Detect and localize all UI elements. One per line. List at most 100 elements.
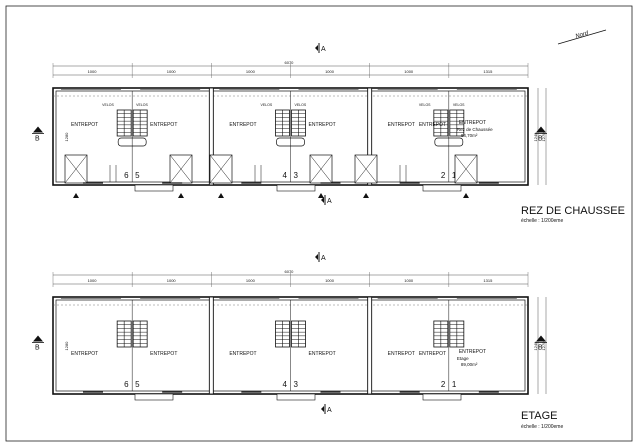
bay-dimension-label: 1000 bbox=[325, 69, 335, 74]
door-swing bbox=[209, 154, 233, 184]
highlight-area-label: Rez de Chaussée bbox=[457, 127, 493, 132]
wall-recess bbox=[422, 393, 462, 401]
entry-arrow bbox=[178, 193, 184, 198]
bay-dimension-label: 1000 bbox=[167, 69, 177, 74]
entry-arrow bbox=[73, 193, 79, 198]
module-number: 1 bbox=[452, 171, 457, 180]
section-marker-label: A bbox=[321, 255, 326, 262]
upper-floor-scale: échelle : 1/200eme bbox=[521, 424, 563, 430]
module-label: ENTREPOT bbox=[388, 351, 415, 357]
stair-label: VELOS bbox=[453, 103, 465, 107]
section-marker-label: A bbox=[327, 198, 332, 205]
module-number: 1 bbox=[452, 380, 457, 389]
side-marker-label: B bbox=[538, 345, 543, 352]
bay-dimension-label: 1000 bbox=[167, 278, 177, 283]
stair-label: VELOS bbox=[419, 103, 431, 107]
wall-recess bbox=[276, 184, 316, 192]
module-number: 3 bbox=[294, 380, 299, 389]
module-number: 4 bbox=[283, 380, 288, 389]
party-wall bbox=[367, 87, 373, 186]
module-number: 5 bbox=[135, 380, 140, 389]
depth-dimension-label: 1270 bbox=[541, 132, 546, 142]
section-marker-label: A bbox=[321, 46, 326, 53]
north-label: Nord bbox=[575, 30, 590, 40]
side-marker-label: B bbox=[538, 136, 543, 143]
module-label: ENTREPOT bbox=[229, 351, 256, 357]
section-marker-arrow bbox=[321, 406, 324, 412]
highlight-area-value: 89,00m² bbox=[461, 362, 478, 367]
module-label: ENTREPOT bbox=[309, 351, 336, 357]
bay-dimension-label: 1000 bbox=[246, 278, 256, 283]
sanitary-block bbox=[276, 137, 305, 147]
ground-floor-scale: échelle : 1/200eme bbox=[521, 218, 563, 224]
highlight-area-value: 84,70m² bbox=[461, 133, 478, 138]
north-arrow: Nord bbox=[557, 29, 607, 45]
depth-inner-label: 1280 bbox=[64, 341, 69, 351]
module-label: ENTREPOT bbox=[71, 351, 98, 357]
module-label: ENTREPOT bbox=[150, 351, 177, 357]
bay-dimension-label: 1000 bbox=[404, 69, 414, 74]
module-label: ENTREPOT bbox=[419, 351, 446, 357]
stair-label: VELOS bbox=[261, 103, 273, 107]
side-marker-arrow bbox=[536, 126, 546, 133]
bay-dimension-label: 1000 bbox=[404, 278, 414, 283]
upper-floor-title: ETAGE bbox=[521, 410, 557, 422]
side-marker-arrow bbox=[536, 335, 546, 342]
section-marker-arrow bbox=[315, 254, 318, 260]
section-marker-label: A bbox=[327, 407, 332, 414]
module-label: ENTREPOT bbox=[229, 122, 256, 128]
bay-dimension-label: 1000 bbox=[88, 278, 98, 283]
door-swing bbox=[169, 154, 193, 184]
module-label: ENTREPOT bbox=[419, 122, 446, 128]
entry-arrow bbox=[318, 193, 324, 198]
highlight-module-label: ENTREPOT bbox=[459, 349, 486, 355]
bay-dimension-label: 1000 bbox=[325, 278, 335, 283]
entry-arrow bbox=[363, 193, 369, 198]
stair-label: VELOS bbox=[136, 103, 148, 107]
module-number: 6 bbox=[124, 380, 129, 389]
ground-floor-title: REZ DE CHAUSSEE bbox=[521, 205, 625, 217]
wall-recess bbox=[134, 393, 174, 401]
module-label: ENTREPOT bbox=[71, 122, 98, 128]
party-wall bbox=[367, 296, 373, 395]
depth-inner-label: 1280 bbox=[64, 132, 69, 142]
depth-dimension-label: 1240 bbox=[533, 341, 538, 351]
bay-dimension-label: 1315 bbox=[483, 278, 493, 283]
module-number: 3 bbox=[294, 171, 299, 180]
highlight-area-label: Etage bbox=[457, 356, 469, 361]
module-number: 2 bbox=[441, 380, 446, 389]
wall-recess bbox=[134, 184, 174, 192]
module-label: ENTREPOT bbox=[150, 122, 177, 128]
wall-recess bbox=[422, 184, 462, 192]
module-number: 5 bbox=[135, 171, 140, 180]
bay-dimension-label: 1000 bbox=[246, 69, 256, 74]
module-number: 2 bbox=[441, 171, 446, 180]
door-swing bbox=[354, 154, 378, 184]
depth-dimension-label: 1240 bbox=[533, 132, 538, 142]
section-marker-arrow bbox=[315, 45, 318, 51]
overall-dimension-label: 6070 bbox=[285, 269, 295, 274]
module-number: 4 bbox=[283, 171, 288, 180]
wall-recess bbox=[276, 393, 316, 401]
side-marker-arrow bbox=[33, 335, 43, 342]
sanitary-block bbox=[117, 137, 147, 147]
stair-label: VELOS bbox=[102, 103, 114, 107]
door-swing bbox=[309, 154, 333, 184]
depth-dimension-label: 1270 bbox=[541, 341, 546, 351]
module-number: 6 bbox=[124, 171, 129, 180]
party-wall bbox=[208, 296, 214, 395]
door-swing bbox=[454, 154, 478, 184]
section-marker-arrow bbox=[321, 197, 324, 203]
side-marker-label: B bbox=[35, 136, 40, 143]
highlight-module-label: ENTREPOT bbox=[459, 120, 486, 126]
sanitary-block bbox=[434, 137, 464, 147]
bay-dimension-label: 1000 bbox=[88, 69, 98, 74]
sheet-frame bbox=[5, 5, 633, 442]
side-marker-arrow bbox=[33, 126, 43, 133]
overall-dimension-label: 6070 bbox=[285, 60, 295, 65]
door-swing bbox=[64, 154, 88, 184]
entry-arrow bbox=[218, 193, 224, 198]
entry-arrow bbox=[463, 193, 469, 198]
